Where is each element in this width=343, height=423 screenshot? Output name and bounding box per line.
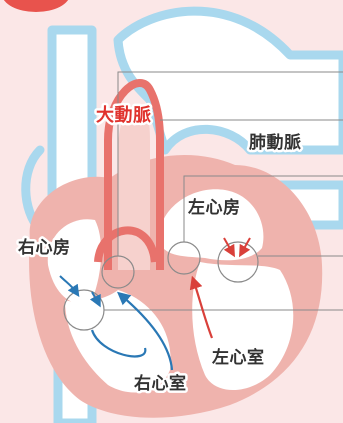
arrow-red-into-left-atrium-2 [239,237,251,258]
pulmonary-trunk [113,6,343,155]
label-right-atrium: 右心房 [18,237,71,258]
arrow-blue-right-ventricle-loop [90,329,147,358]
arrow-red-to-aorta [189,275,214,339]
label-left-ventricle: 左心室 [212,347,265,368]
label-pulmonary-artery: 肺動脈 [249,132,302,153]
arrow-red-into-left-atrium-1 [223,237,235,258]
top-badge [3,0,69,12]
superior-vena-cava [47,25,97,205]
aortic-root [94,226,159,263]
valve-circle-mitral [217,241,259,283]
right-atrium-chamber [47,219,102,304]
arrow-blue-into-right-atrium [59,275,80,297]
aorta-arch [104,79,164,270]
callout-left-atrium [183,175,343,242]
label-right-ventricle: 右心室 [134,373,187,394]
label-aorta: 大動脈 [96,104,152,126]
aorta-inner [118,105,150,270]
arrow-blue-into-right-ventricle [89,291,101,308]
callout-aorta [117,71,343,256]
label-left-atrium: 左心房 [188,197,241,218]
arrow-blue-to-pulmonary [116,291,174,371]
right-ventricle-chamber [65,290,171,393]
left-ventricle-chamber [192,262,294,390]
